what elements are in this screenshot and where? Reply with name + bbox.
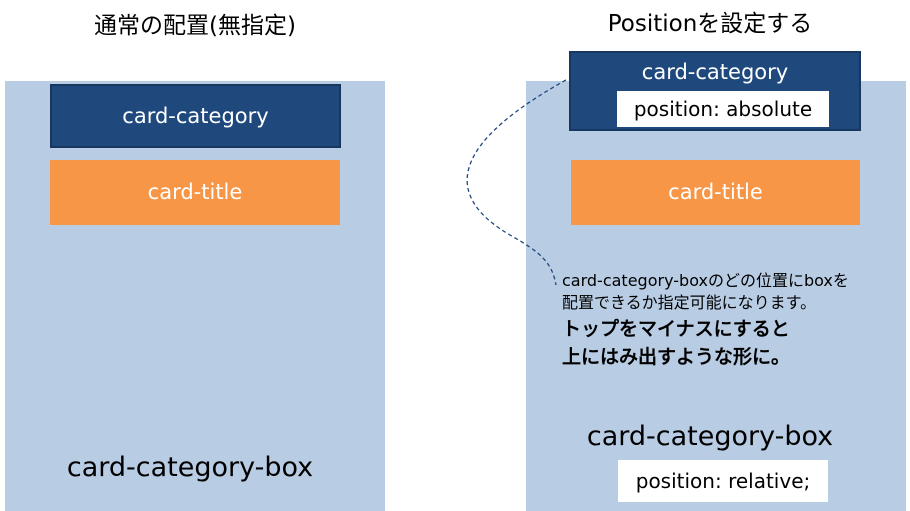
right-card-title-label: card-title	[668, 180, 763, 204]
right-heading: Positionを設定する	[607, 11, 813, 37]
right-card-category: card-category position: absolute	[569, 51, 861, 131]
annotation-line-2: 配置できるか指定可能になります。	[562, 293, 817, 312]
right-card-title: card-title	[571, 160, 860, 225]
right-card-category-box-label: card-category-box	[586, 421, 834, 452]
left-card-title: card-title	[50, 160, 340, 225]
right-card-category-box	[526, 81, 906, 511]
left-card-title-label: card-title	[147, 180, 243, 204]
annotation-line-4: 上にはみ出すような形に。	[562, 346, 791, 368]
left-card-category: card-category	[50, 84, 341, 148]
right-box-position-label: position: relative;	[618, 460, 828, 502]
left-card-category-box	[5, 81, 385, 511]
annotation-line-1: card-category-boxのどの位置にboxを	[562, 271, 849, 290]
right-card-category-label: card-category	[641, 60, 789, 84]
left-card-category-box-label: card-category-box	[66, 452, 314, 483]
left-card-category-label: card-category	[122, 104, 269, 128]
left-heading: 通常の配置(無指定)	[94, 13, 296, 39]
annotation-line-3: トップをマイナスにすると	[562, 318, 790, 340]
right-category-position-label: position: absolute	[617, 91, 829, 127]
